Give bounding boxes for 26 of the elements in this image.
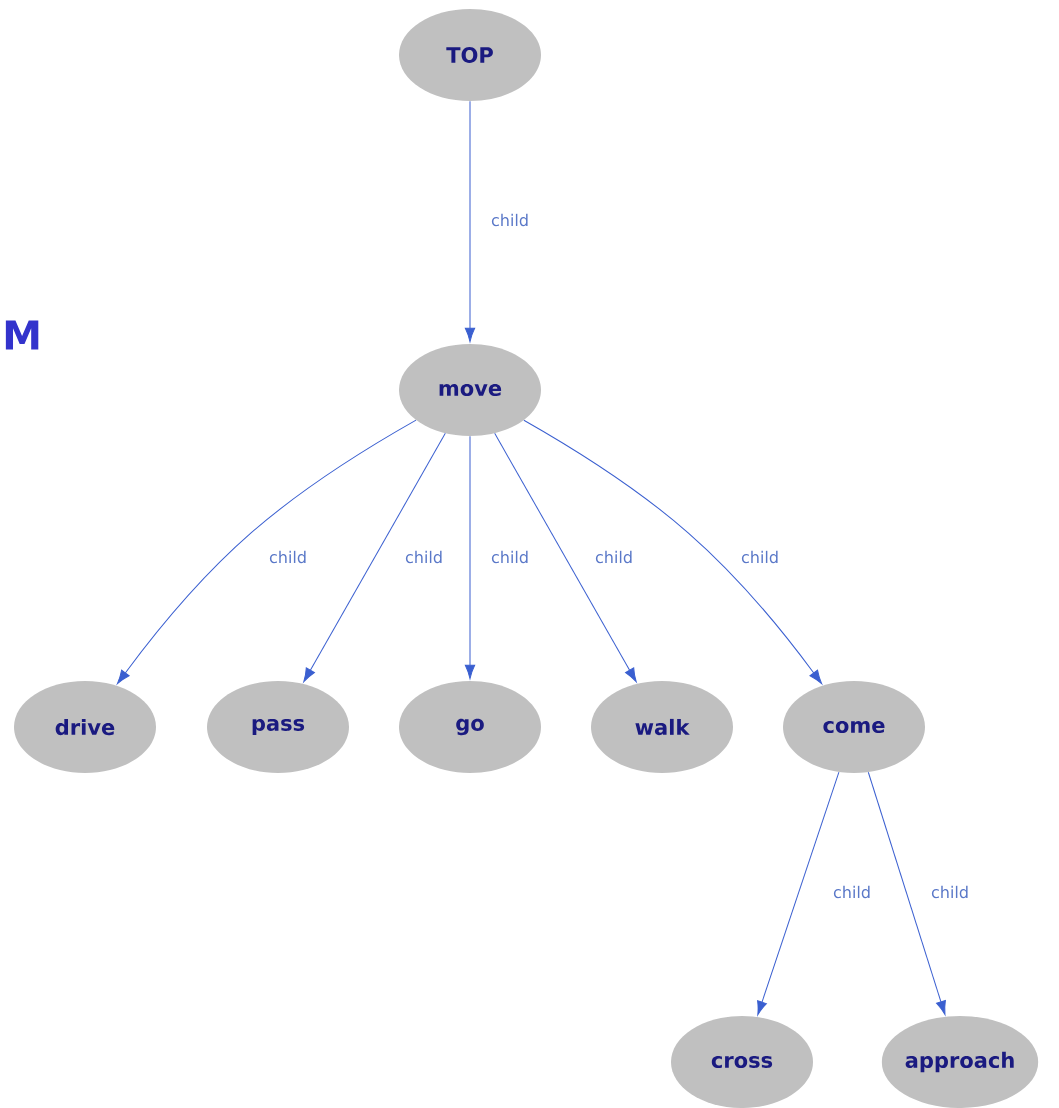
ellipse-node: pass: [207, 681, 349, 773]
edge-label: child: [489, 549, 531, 565]
ellipse-node: go: [399, 681, 541, 773]
arrow: [464, 435, 476, 680]
ellipse-node: come: [783, 681, 925, 773]
arrow: [494, 432, 637, 683]
arrow: [116, 419, 417, 685]
arrow: [867, 771, 946, 1015]
edge-label: child: [831, 884, 873, 900]
arrow: [464, 100, 476, 343]
edge-label: child: [593, 549, 635, 565]
edge-label: child: [739, 549, 781, 565]
ellipse-node: walk: [591, 681, 733, 773]
heading-fragment: M: [5, 320, 39, 350]
ellipse-node: move: [399, 344, 541, 436]
ellipse-node: TOP: [399, 9, 541, 101]
edge-label: child: [489, 212, 531, 228]
arrow: [757, 771, 840, 1016]
ellipse-node: drive: [14, 681, 156, 773]
ellipse-node: cross: [671, 1016, 813, 1108]
arrow: [303, 432, 446, 683]
edge-label: child: [929, 884, 971, 900]
arrow: [523, 419, 823, 685]
ellipse-node: approach: [881, 1016, 1039, 1108]
edge-label: child: [403, 549, 445, 565]
edge-label: child: [267, 549, 309, 565]
